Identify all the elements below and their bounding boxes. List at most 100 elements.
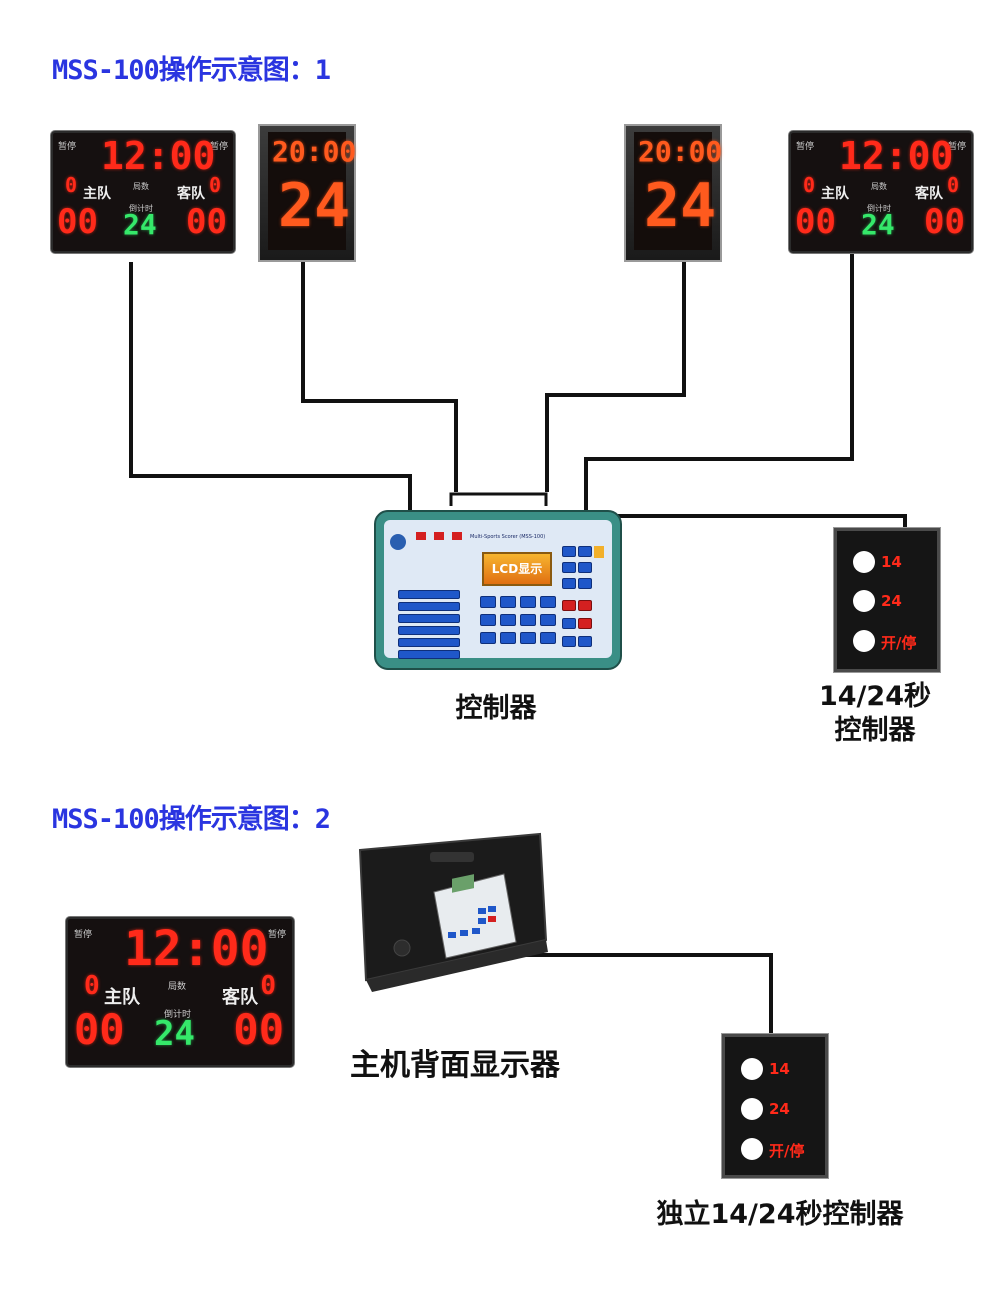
button-24-label: 24 xyxy=(769,1100,790,1118)
button-start-stop-label: 开/停 xyxy=(769,1142,805,1160)
keypad-key xyxy=(478,908,486,914)
button-24 xyxy=(741,1098,763,1120)
red-key xyxy=(578,600,592,611)
shot-clock-game-time: 20:00 xyxy=(272,135,357,168)
period-label: 局数 xyxy=(168,982,187,992)
keypad-key xyxy=(520,614,536,626)
button-14 xyxy=(741,1058,763,1080)
red-key-icon xyxy=(452,532,462,540)
timeout-left-label: 暂停 xyxy=(74,930,93,940)
scoreboard-left: 暂停 暂停 12:00 0 0 主队 客队 局数 倒计时 00 24 00 xyxy=(51,131,235,253)
keypad-key xyxy=(500,632,516,644)
game-clock: 12:00 xyxy=(839,134,954,178)
button-14-label: 14 xyxy=(881,553,902,571)
away-label: 客队 xyxy=(915,186,943,202)
shot-clock-game-time: 20:00 xyxy=(638,135,723,168)
keypad-key xyxy=(562,562,576,573)
vent-icon xyxy=(393,939,411,957)
away-label: 客队 xyxy=(177,186,205,202)
brand-logo-icon xyxy=(390,534,406,550)
function-key xyxy=(398,638,460,647)
function-key xyxy=(398,650,460,659)
shot-clock-value: 24 xyxy=(278,171,351,241)
keypad-key xyxy=(500,596,516,608)
home-fouls: 0 xyxy=(84,971,100,1001)
keypad-key xyxy=(562,578,576,589)
wire-rear-to-standalone xyxy=(520,953,773,1036)
red-key-icon xyxy=(434,532,444,540)
keypad-key xyxy=(540,632,556,644)
standalone-caption: 独立14/24秒控制器 xyxy=(656,1199,904,1230)
red-key xyxy=(578,618,592,629)
period-label: 局数 xyxy=(871,182,887,191)
red-key xyxy=(488,916,496,922)
shot-label: 倒计时 xyxy=(867,204,891,213)
shot-clock-mini: 24 xyxy=(861,208,895,241)
keypad-key xyxy=(520,632,536,644)
shot-clock-value: 24 xyxy=(644,171,717,241)
red-key xyxy=(562,600,576,611)
wire-shot-controller xyxy=(617,514,907,530)
home-label: 主队 xyxy=(104,987,140,1008)
keypad-key xyxy=(448,932,456,938)
function-key xyxy=(398,602,460,611)
keypad-key xyxy=(478,918,486,924)
game-clock: 12:00 xyxy=(124,921,269,977)
shot-clock-mini: 24 xyxy=(154,1014,195,1054)
home-fouls: 0 xyxy=(65,173,78,197)
keypad-key xyxy=(472,928,480,934)
game-clock: 12:00 xyxy=(101,134,216,178)
button-start-stop-label: 开/停 xyxy=(881,634,917,652)
keypad-key xyxy=(480,614,496,626)
wire-left-shotclock xyxy=(301,262,458,492)
keypad-key xyxy=(578,562,592,573)
home-score: 00 xyxy=(795,202,836,242)
diagram1-title: MSS-100操作示意图：1 xyxy=(52,55,331,86)
red-key-icon xyxy=(416,532,426,540)
timeout-right-label: 暂停 xyxy=(947,142,966,152)
keypad-key xyxy=(562,636,576,647)
wire-console-handle xyxy=(449,492,548,506)
shot-controller-caption: 14/24秒 控制器 xyxy=(800,680,950,748)
shot-controller-caption-line1: 14/24秒 xyxy=(818,681,931,712)
home-score: 00 xyxy=(74,1005,125,1054)
keypad-key xyxy=(562,546,576,557)
shot-label: 倒计时 xyxy=(164,1010,192,1020)
button-14-label: 14 xyxy=(769,1060,790,1078)
wire-left-scoreboard xyxy=(129,262,412,520)
function-key xyxy=(398,626,460,635)
home-label: 主队 xyxy=(821,186,849,202)
keypad-key xyxy=(578,578,592,589)
controller-console: Multi-Sports Scorer (MSS-100) LCD显示 xyxy=(374,510,622,670)
rear-display-unit xyxy=(358,832,548,992)
shot-clock-right: 20:00 24 xyxy=(624,124,722,262)
scoreboard-diagram2: 暂停 暂停 12:00 0 0 主队 客队 局数 倒计时 00 24 00 xyxy=(66,917,294,1067)
timeout-right-label: 暂停 xyxy=(209,142,228,152)
button-start-stop xyxy=(741,1138,763,1160)
away-score: 00 xyxy=(924,202,965,242)
diagram2-title: MSS-100操作示意图：2 xyxy=(52,804,331,835)
indicator-light xyxy=(594,546,604,558)
timeout-left-label: 暂停 xyxy=(796,142,815,152)
keypad-key xyxy=(540,614,556,626)
button-start-stop xyxy=(853,630,875,652)
button-24 xyxy=(853,590,875,612)
keypad-key xyxy=(500,614,516,626)
button-24-label: 24 xyxy=(881,592,902,610)
button-14 xyxy=(853,551,875,573)
rear-display-base xyxy=(366,940,548,992)
keypad-key xyxy=(460,930,468,936)
home-score: 00 xyxy=(57,202,98,242)
keypad-key xyxy=(562,618,576,629)
timeout-right-label: 暂停 xyxy=(267,930,286,940)
wire-right-scoreboard xyxy=(584,252,854,520)
shot-label: 倒计时 xyxy=(129,204,153,213)
keypad-key xyxy=(488,906,496,912)
function-key xyxy=(398,590,460,599)
away-score: 00 xyxy=(186,202,227,242)
shot-clock-mini: 24 xyxy=(123,208,157,241)
away-fouls: 0 xyxy=(946,173,959,197)
console-model: Multi-Sports Scorer (MSS-100) xyxy=(470,534,546,540)
keypad-key xyxy=(480,632,496,644)
